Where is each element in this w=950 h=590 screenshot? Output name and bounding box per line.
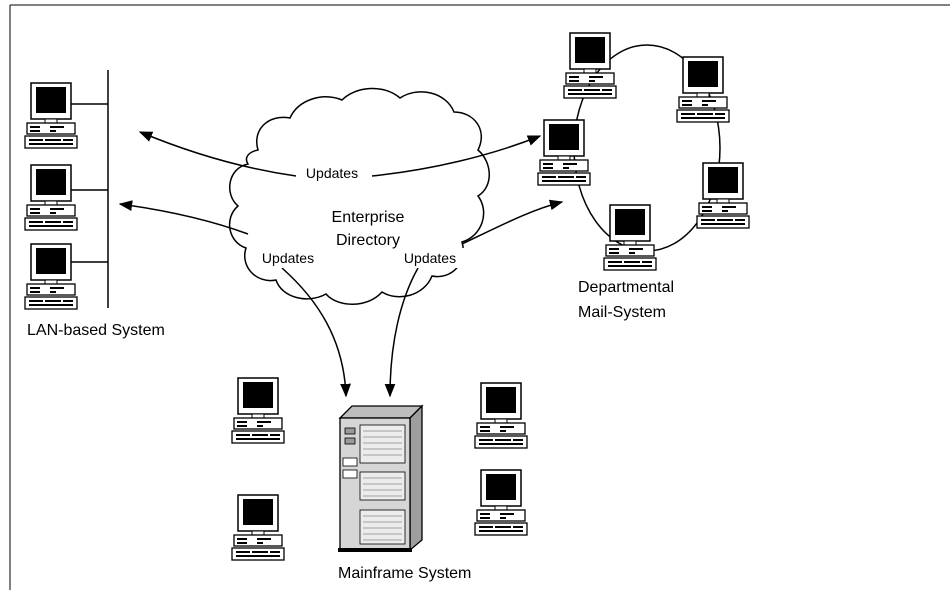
label-backdrop bbox=[395, 248, 465, 268]
label-backdrop bbox=[253, 248, 323, 268]
update-arrow-lan-lower bbox=[118, 200, 249, 235]
update-arrow-mainframe-right bbox=[384, 267, 419, 398]
label-backdrop bbox=[297, 163, 367, 183]
update-arrows bbox=[118, 131, 564, 398]
departmental-label-line1: Departmental bbox=[578, 279, 674, 296]
updates-label-right: Updates bbox=[404, 250, 456, 266]
desktop-computer-icon bbox=[603, 204, 657, 271]
departmental-label-line2: Mail-System bbox=[578, 304, 666, 321]
update-arrow-mainframe-left bbox=[281, 267, 351, 398]
updates-labels: Updates Updates Updates bbox=[253, 163, 465, 268]
desktop-computer-icon bbox=[231, 494, 285, 561]
mainframe-label: Mainframe System bbox=[338, 565, 471, 582]
update-arrow-dept-top bbox=[371, 135, 542, 177]
updates-label-top: Updates bbox=[306, 165, 358, 181]
enterprise-directory-cloud: Enterprise Directory bbox=[228, 87, 490, 305]
mainframe-icon bbox=[338, 404, 424, 552]
departmental-mail-system: Departmental Mail-System bbox=[537, 32, 750, 321]
update-arrow-lan-top bbox=[138, 131, 297, 177]
desktop-computer-icon bbox=[696, 162, 750, 229]
cloud-title-line1: Enterprise bbox=[332, 209, 405, 226]
lan-based-system: LAN-based System bbox=[24, 70, 165, 339]
updates-label-left: Updates bbox=[262, 250, 314, 266]
desktop-computer-icon bbox=[24, 82, 78, 149]
desktop-computer-icon bbox=[474, 469, 528, 536]
mainframe-system: Mainframe System bbox=[231, 377, 528, 582]
desktop-computer-icon bbox=[24, 243, 78, 310]
desktop-computer-icon bbox=[24, 164, 78, 231]
desktop-computer-icon bbox=[537, 119, 591, 186]
desktop-computer-icon bbox=[676, 56, 730, 123]
desktop-computer-icon bbox=[231, 377, 285, 444]
lan-system-label: LAN-based System bbox=[27, 322, 165, 339]
desktop-computer-icon bbox=[563, 32, 617, 99]
cloud-shape bbox=[228, 87, 490, 305]
desktop-computer-icon bbox=[474, 382, 528, 449]
cloud-title-line2: Directory bbox=[336, 232, 400, 249]
update-arrow-dept-lower bbox=[461, 199, 564, 245]
